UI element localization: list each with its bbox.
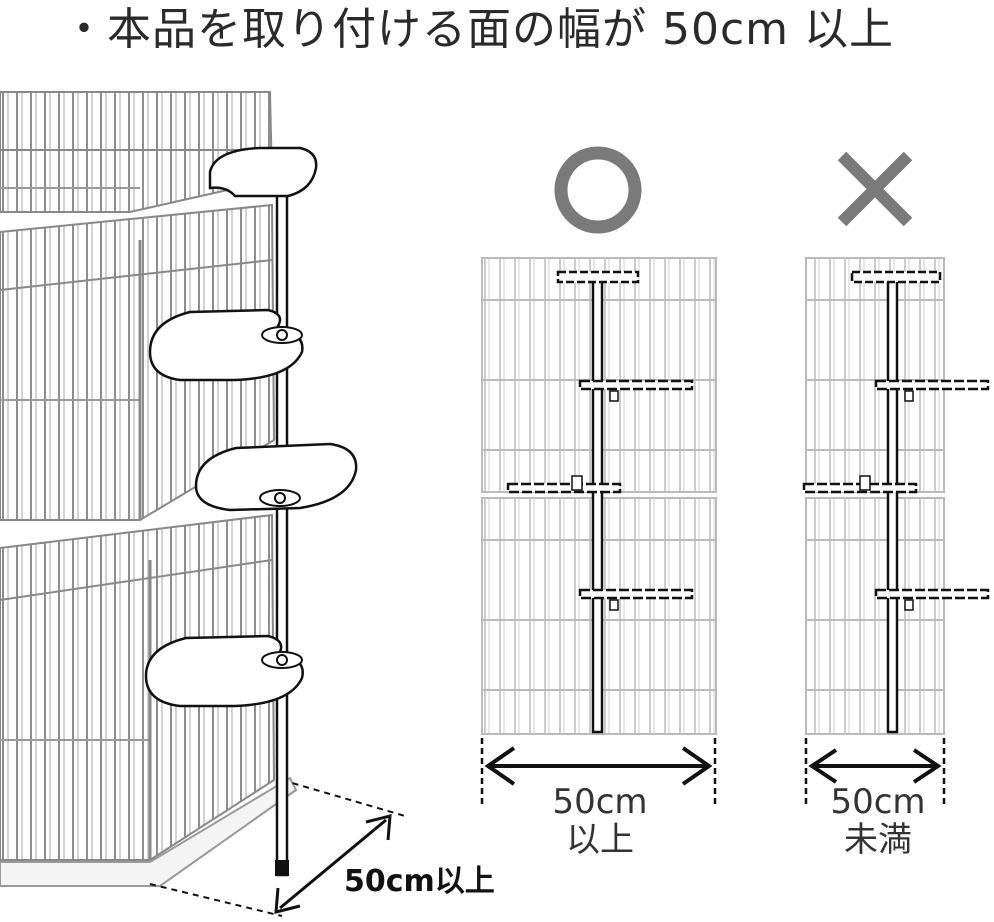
ok-circle-icon	[554, 146, 642, 234]
page-heading: ・本品を取り付ける面の幅が 50cm 以上	[62, 4, 895, 55]
ok-width-arrow	[480, 738, 717, 806]
floor-measure-guides	[149, 779, 406, 917]
ok-width-label-line1: 50cm	[552, 782, 648, 822]
ng-cross-icon	[837, 151, 913, 227]
cage-illustration	[0, 91, 298, 887]
floor-width-label: 50cm以上	[344, 864, 495, 899]
cat-tower-pole	[275, 183, 289, 877]
ng-width-label-line2: 未満	[844, 820, 912, 860]
shelf-4	[144, 634, 304, 708]
ng-grid-panels	[805, 257, 945, 735]
floor-width-arrow	[274, 814, 392, 914]
shelf-top	[208, 146, 318, 198]
ng-width-arrow	[804, 738, 946, 806]
shelf-3	[194, 442, 358, 512]
shelf-2	[148, 308, 304, 382]
ng-width-label-line1: 50cm	[830, 782, 926, 822]
ok-width-label-line2: 以上	[566, 820, 634, 860]
ok-pole-outline	[506, 270, 694, 734]
ng-pole-outline	[802, 270, 990, 734]
